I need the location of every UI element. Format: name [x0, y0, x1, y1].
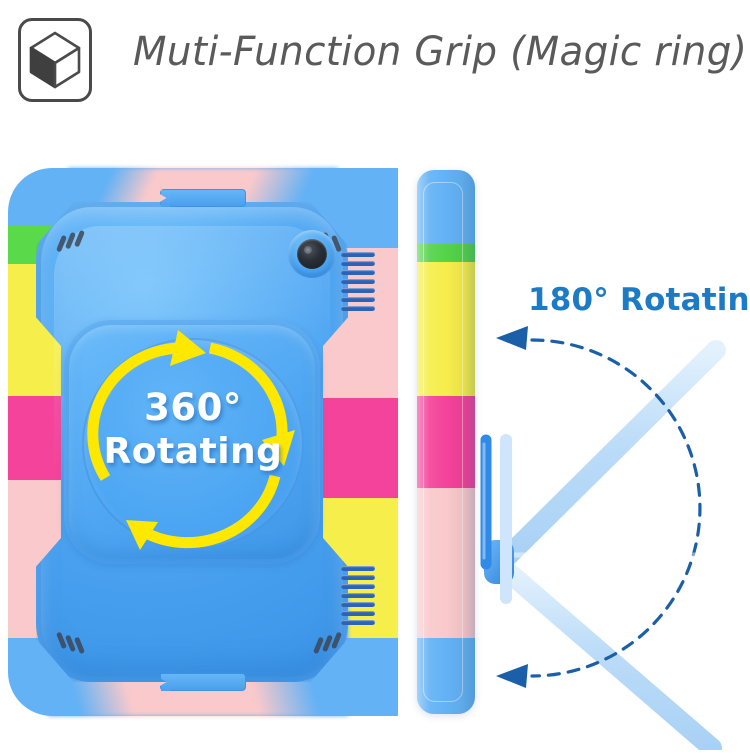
tablet-back-view: 360° Rotating [8, 168, 398, 716]
top-speaker-grille [341, 252, 375, 320]
rotation-180-arc [530, 338, 702, 678]
rotation-180-label: 180° Rotating [528, 282, 750, 318]
camera-lens [297, 239, 327, 269]
cube-3d-icon [18, 18, 92, 102]
rotation-180-stand-arms [480, 228, 750, 755]
stand-vertical-rail [480, 434, 492, 570]
corner-vent-slots [55, 628, 90, 655]
cube-3d-icon-glyph [29, 31, 81, 89]
stand-arm-ghost-up-right [496, 340, 726, 568]
stand-arm-active [484, 550, 750, 574]
rotation-180-diagram: 180° Rotating [440, 128, 750, 755]
corner-vent-slots [55, 229, 90, 256]
camera-cutout [288, 230, 336, 278]
page-title: Muti-Function Grip (Magic ring) [133, 29, 748, 75]
header: Muti-Function Grip (Magic ring) [0, 0, 750, 128]
rotation-180-arrow-bottom [496, 664, 528, 688]
bottom-speaker-grille [341, 566, 375, 634]
corner-vent-slots [308, 628, 343, 655]
rotation-arrows-360-icon [87, 330, 295, 550]
camera-lens-glint [304, 246, 312, 254]
product-illustration: 360° Rotating [0, 128, 750, 755]
rotation-180-arrow-top [496, 326, 528, 350]
bottom-handle-strap [160, 673, 246, 691]
top-handle-strap [160, 189, 246, 207]
